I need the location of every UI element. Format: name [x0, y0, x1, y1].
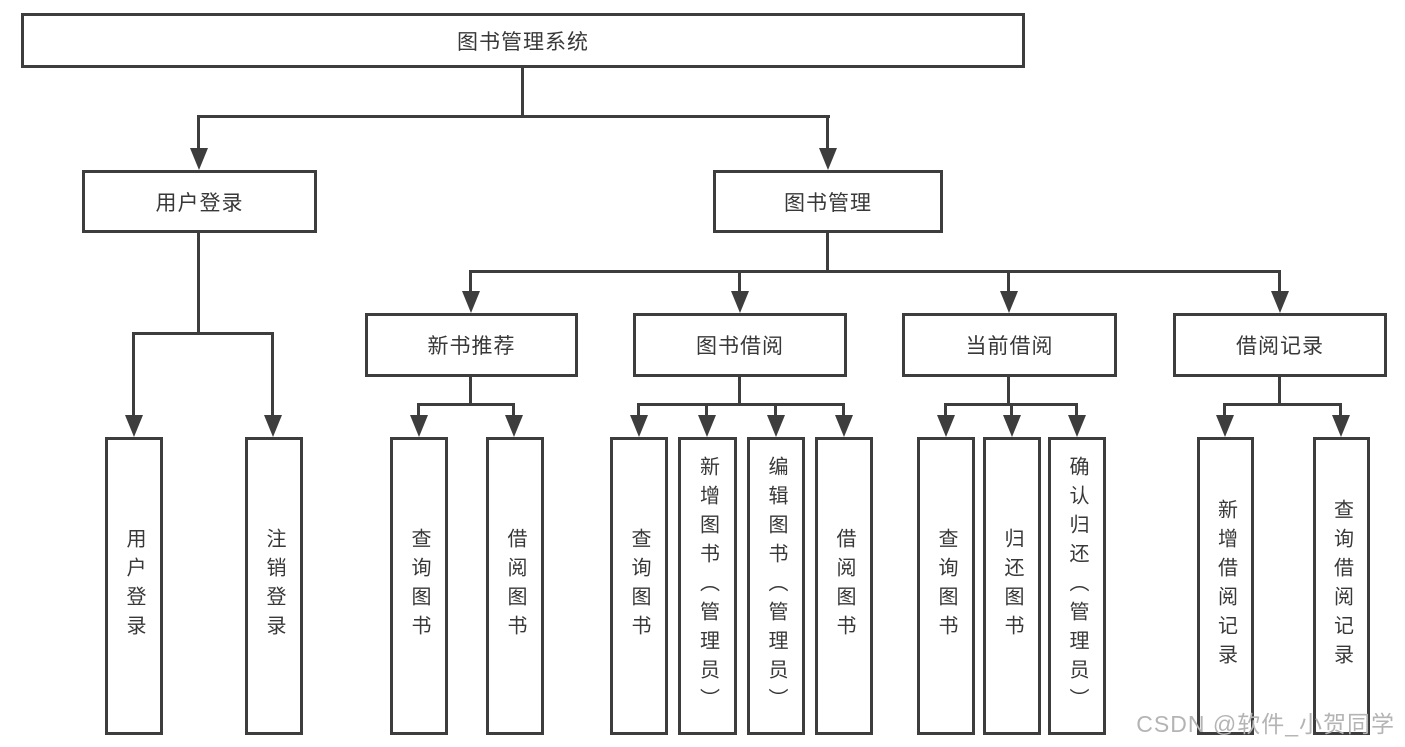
leaf-current-confirm-return-admin-label: 确认归还（管理员） [1066, 455, 1088, 717]
connector-arrow-shaft [1075, 403, 1078, 421]
arrow-down-icon [937, 415, 955, 437]
connector-arrow-shaft [637, 403, 640, 421]
connector-branch [1223, 403, 1342, 406]
arrow-down-icon [1271, 291, 1289, 313]
arrow-down-icon [630, 415, 648, 437]
connector-trunk [197, 231, 200, 335]
node-borrowing-records: 借阅记录 [1173, 313, 1387, 377]
leaf-records-query-record-label: 查询借阅记录 [1330, 499, 1353, 673]
connector-arrow-shaft [705, 403, 708, 421]
node-new-book-recommend-label: 新书推荐 [427, 335, 516, 358]
connector-trunk [1278, 375, 1281, 406]
arrow-down-icon [819, 148, 837, 170]
node-user-login: 用户登录 [82, 170, 317, 233]
leaf-user-login: 用户登录 [105, 437, 163, 735]
arrow-down-icon [190, 148, 208, 170]
leaf-borrowing-add-books-admin: 新增图书（管理员） [678, 437, 737, 735]
connector-branch [637, 403, 845, 406]
connector-arrow-shaft [1339, 403, 1342, 421]
connector-arrow-shaft [197, 115, 200, 154]
leaf-records-add-record-label: 新增借阅记录 [1214, 499, 1237, 673]
node-current-borrowing-label: 当前借阅 [965, 335, 1054, 358]
node-new-book-recommend: 新书推荐 [365, 313, 578, 377]
connector-trunk [469, 375, 472, 406]
node-borrowing-records-label: 借阅记录 [1236, 335, 1324, 358]
node-user-login-label: 用户登录 [155, 191, 244, 215]
arrow-down-icon [1000, 291, 1018, 313]
arrow-down-icon [1216, 415, 1234, 437]
connector-trunk [826, 231, 829, 273]
connector-branch-level1 [197, 115, 830, 118]
leaf-borrowing-query-books-label: 查询图书 [628, 528, 650, 644]
arrow-down-icon [264, 415, 282, 437]
arrow-down-icon [731, 291, 749, 313]
connector-arrow-shaft [1223, 403, 1226, 421]
connector-branch-level2 [469, 270, 1281, 273]
leaf-current-return-books: 归还图书 [983, 437, 1041, 735]
connector-arrow-shaft [512, 403, 515, 421]
connector-arrow-shaft [826, 115, 829, 154]
arrow-down-icon [1068, 415, 1086, 437]
leaf-borrowing-borrow-books-label: 借阅图书 [833, 528, 855, 644]
connector-arrow-shaft [944, 403, 947, 421]
arrow-down-icon [835, 415, 853, 437]
leaf-recommend-borrow-books-label: 借阅图书 [504, 528, 526, 644]
connector-branch [132, 332, 274, 335]
leaf-recommend-query-books-label: 查询图书 [408, 528, 430, 644]
connector-arrow-shaft [1278, 270, 1281, 297]
connector-arrow-shaft [842, 403, 845, 421]
leaf-logout-login: 注销登录 [245, 437, 303, 735]
arrow-down-icon [125, 415, 143, 437]
connector-arrow-shaft [417, 403, 420, 421]
arrow-down-icon [505, 415, 523, 437]
arrow-down-icon [698, 415, 716, 437]
arrow-down-icon [1332, 415, 1350, 437]
node-book-management: 图书管理 [713, 170, 943, 233]
leaf-records-add-record: 新增借阅记录 [1197, 437, 1254, 735]
arrow-down-icon [767, 415, 785, 437]
arrow-down-icon [410, 415, 428, 437]
arrow-down-icon [462, 291, 480, 313]
leaf-current-return-books-label: 归还图书 [1001, 528, 1023, 644]
connector-arrow-shaft [1007, 270, 1010, 297]
connector-arrow-shaft [1010, 403, 1013, 421]
leaf-logout-login-label: 注销登录 [263, 528, 285, 644]
leaf-recommend-borrow-books: 借阅图书 [486, 437, 544, 735]
leaf-records-query-record: 查询借阅记录 [1313, 437, 1370, 735]
connector-arrow-shaft [774, 403, 777, 421]
connector-arrow-shaft [132, 332, 135, 417]
connector-branch [417, 403, 515, 406]
leaf-current-query-books: 查询图书 [917, 437, 975, 735]
leaf-current-query-books-label: 查询图书 [935, 528, 957, 644]
node-book-borrowing-label: 图书借阅 [696, 335, 784, 358]
connector-arrow-shaft [469, 270, 472, 297]
leaf-borrowing-borrow-books: 借阅图书 [815, 437, 873, 735]
watermark: CSDN @软件_小贺同学 [1136, 711, 1395, 737]
node-book-borrowing: 图书借阅 [633, 313, 847, 377]
connector-arrow-shaft [738, 270, 741, 297]
leaf-borrowing-query-books: 查询图书 [610, 437, 668, 735]
leaf-current-confirm-return-admin: 确认归还（管理员） [1048, 437, 1106, 735]
connector-trunk [1007, 375, 1010, 406]
connector-trunk [738, 375, 741, 406]
leaf-user-login-label: 用户登录 [123, 528, 145, 644]
leaf-borrowing-add-books-admin-label: 新增图书（管理员） [696, 455, 719, 717]
node-library-system: 图书管理系统 [21, 13, 1025, 68]
leaf-borrowing-edit-books-admin-label: 编辑图书（管理员） [765, 455, 787, 717]
node-library-system-label: 图书管理系统 [457, 30, 589, 54]
node-current-borrowing: 当前借阅 [902, 313, 1117, 377]
arrow-down-icon [1003, 415, 1021, 437]
connector-trunk [521, 66, 524, 118]
connector-arrow-shaft [271, 332, 274, 417]
leaf-recommend-query-books: 查询图书 [390, 437, 448, 735]
node-book-management-label: 图书管理 [784, 191, 872, 215]
leaf-borrowing-edit-books-admin: 编辑图书（管理员） [747, 437, 805, 735]
